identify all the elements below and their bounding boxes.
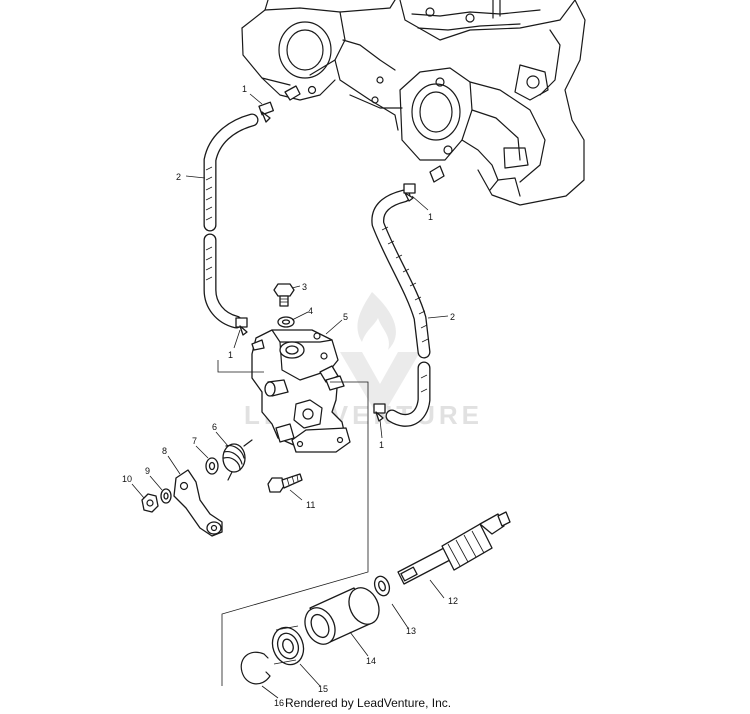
mounting-screw [267,473,303,493]
callout-2: 2 [450,312,455,322]
control-lever [173,469,223,537]
lock-washer-9 [160,488,172,504]
callout-6: 6 [212,422,217,432]
oil-hose-right [371,189,431,427]
callout-2: 2 [176,172,181,182]
banjo-bolt [273,283,295,307]
callout-1: 1 [228,350,233,360]
callout-7: 7 [192,436,197,446]
nut-10 [141,493,159,513]
callout-5: 5 [343,312,348,322]
hose-clamp-1c [235,317,248,336]
callout-12: 12 [448,596,458,606]
rendered-by-credit: Rendered by LeadVenture, Inc. [285,696,452,710]
callout-16: 16 [274,698,284,708]
callout-labels: 1 2 1 3 4 5 1 2 1 6 7 8 9 10 11 12 13 14… [122,84,458,708]
callout-11: 11 [306,500,315,510]
sealing-washer [277,316,295,328]
leader-lines [131,93,449,699]
thrust-washer [373,575,391,597]
callout-15: 15 [318,684,328,694]
callout-10: 10 [122,474,132,484]
washer-7 [205,457,219,475]
hose-clamp-1b [403,183,416,202]
snap-ring [240,651,271,685]
oil-seal [271,625,305,666]
callout-8: 8 [162,446,167,456]
callout-1: 1 [428,212,433,222]
engine-crankcase [241,0,586,206]
callout-1: 1 [242,84,247,94]
callout-13: 13 [406,626,416,636]
oil-hose-left [203,113,259,329]
callout-9: 9 [145,466,150,476]
drive-shaft-gear [397,511,511,585]
hose-clamp-1a [258,101,274,123]
callout-14: 14 [366,656,376,666]
return-spring [222,439,253,481]
bushing [304,587,380,645]
callout-4: 4 [308,306,313,316]
hose-clamp-1d [373,403,386,422]
oil-pump-body [251,329,351,453]
callout-3: 3 [302,282,307,292]
callout-1: 1 [379,440,384,450]
assembly-lines [217,360,369,686]
